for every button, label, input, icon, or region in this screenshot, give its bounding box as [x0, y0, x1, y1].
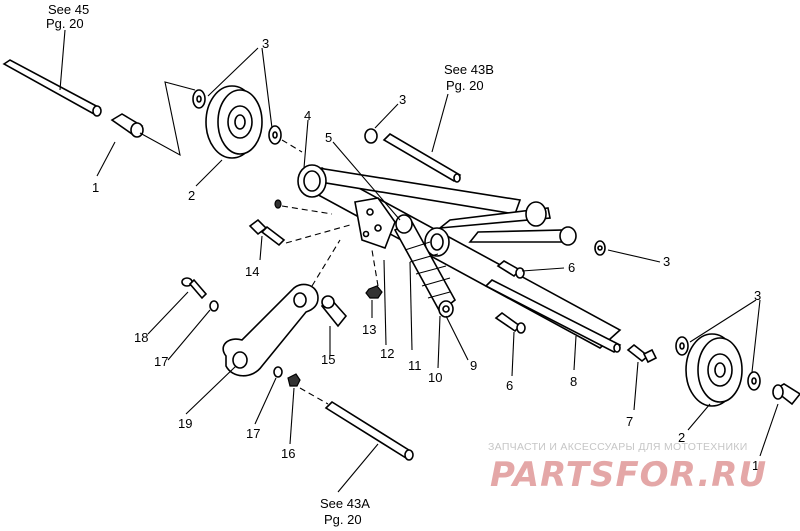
watermark-tagline: ЗАПЧАСТИ И АКСЕССУАРЫ ДЛЯ МОТОТЕХНИКИ	[488, 441, 748, 453]
callout-14: 14	[245, 264, 259, 279]
callout-15: 15	[321, 352, 335, 367]
ref-see-43a-line2: Pg. 20	[324, 512, 362, 527]
bolt-part-6-lower	[494, 311, 526, 334]
callout-19: 19	[178, 416, 192, 431]
washer-part-3-e	[747, 371, 761, 391]
upper-shaft	[364, 128, 462, 183]
bolt-part-14	[248, 218, 286, 247]
callout-17-lower: 17	[246, 426, 260, 441]
callout-2-upper: 2	[188, 188, 195, 203]
callout-12: 12	[380, 346, 394, 361]
callout-1-lower: 1	[752, 458, 759, 473]
idler-wheel-part-2-upper	[205, 85, 263, 159]
rocker-arm-part-19	[222, 283, 319, 377]
spacer-part-1-lower	[772, 383, 800, 406]
callout-7: 7	[626, 414, 633, 429]
callout-1-upper: 1	[92, 180, 99, 195]
callout-13: 13	[362, 322, 376, 337]
leader-lines	[59, 29, 779, 493]
nut-part-16	[287, 373, 301, 387]
callout-18: 18	[134, 330, 148, 345]
ref-see-45-line1: See 45	[48, 2, 89, 17]
callout-16: 16	[281, 446, 295, 461]
callout-9: 9	[470, 358, 477, 373]
washer-part-3-d	[675, 336, 689, 356]
idler-wheel-part-2-lower	[685, 333, 743, 407]
bolt-part-7	[626, 343, 658, 364]
callout-8: 8	[570, 374, 577, 389]
ref-see-43b-line1: See 43B	[444, 62, 494, 77]
washer-part-17-lower	[273, 366, 283, 378]
callout-5: 5	[325, 130, 332, 145]
watermark-brand-logo: PARTSFOR.RU	[490, 455, 767, 495]
callout-11: 11	[408, 358, 422, 373]
spacer-part-1-upper	[110, 113, 144, 138]
washer-part-3-a	[192, 89, 206, 109]
shock-absorber	[393, 214, 457, 318]
washer-part-17-upper	[209, 300, 219, 312]
washer-part-3-c	[594, 240, 606, 256]
upper-left-axle	[2, 59, 102, 117]
callout-3-upper-left: 3	[262, 36, 269, 51]
ref-see-45-line2: Pg. 20	[46, 16, 84, 31]
rear-suspension-frame	[297, 164, 622, 349]
lower-shaft	[324, 400, 414, 461]
bushing-part-15	[320, 295, 348, 328]
callout-3-right: 3	[663, 254, 670, 269]
callout-3-lower-right: 3	[754, 288, 761, 303]
callout-2-lower: 2	[678, 430, 685, 445]
callout-17-upper: 17	[154, 354, 168, 369]
callout-10: 10	[428, 370, 442, 385]
washer-part-3-b	[268, 125, 282, 145]
callout-4: 4	[304, 108, 311, 123]
axle-part-8	[484, 279, 622, 354]
callout-6-lower: 6	[506, 378, 513, 393]
callout-6-upper: 6	[568, 260, 575, 275]
bolt-part-18	[181, 277, 208, 300]
callout-3-upper-mid: 3	[399, 92, 406, 107]
nut-part-13	[365, 285, 383, 299]
ref-see-43a-line1: See 43A	[320, 496, 370, 511]
ref-see-43b-line2: Pg. 20	[446, 78, 484, 93]
